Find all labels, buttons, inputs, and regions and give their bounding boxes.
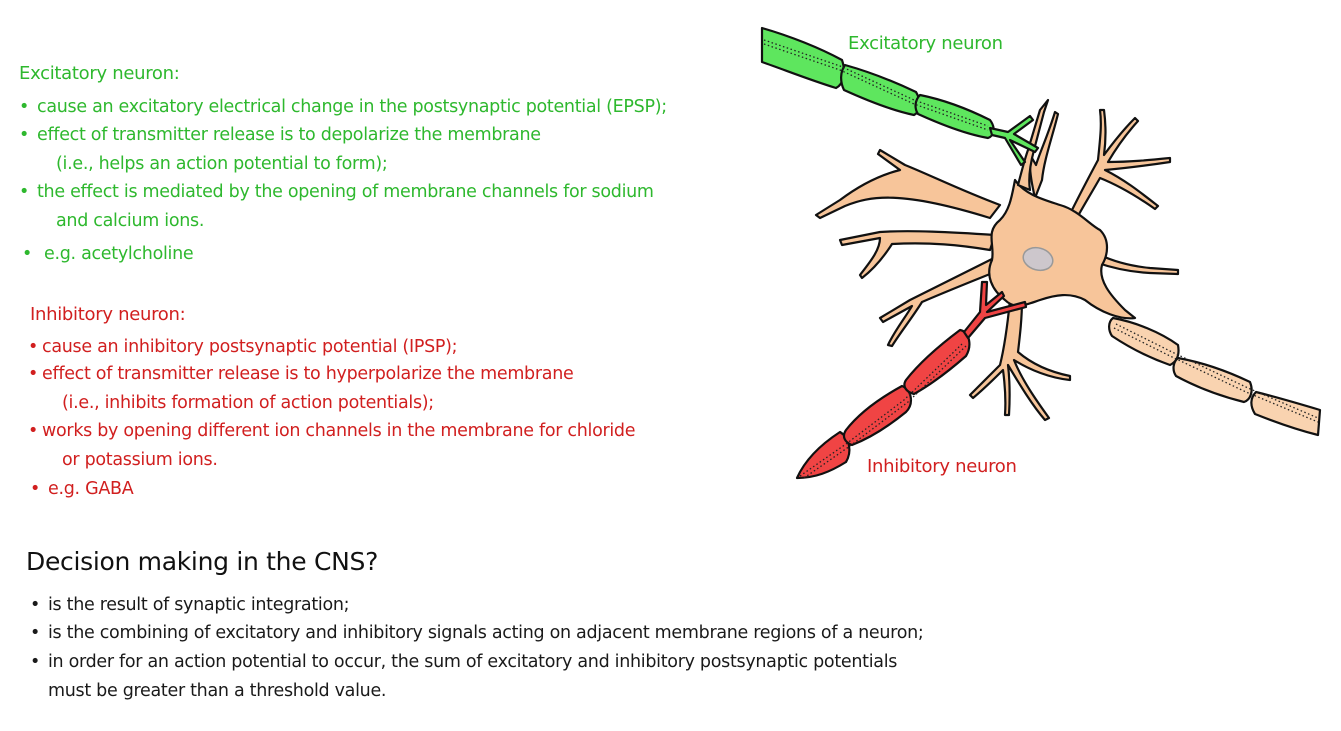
inhibitory-item-continuation: or potassium ions.	[62, 450, 218, 470]
inhibitory-item: •effect of transmitter release is to hyp…	[28, 364, 574, 384]
bullet-icon: •	[30, 623, 41, 643]
bullet-icon: •	[19, 125, 30, 145]
cns-item: •is the combining of excitatory and inhi…	[30, 623, 924, 643]
nucleus	[1022, 246, 1054, 272]
dendrites	[814, 108, 1180, 422]
excitatory-item: •the effect is mediated by the opening o…	[19, 182, 654, 202]
inhibitory-axon	[795, 280, 1028, 480]
excitatory-item: •effect of transmitter release is to dep…	[19, 125, 541, 145]
bullet-icon: •	[30, 595, 41, 615]
cns-item-continuation: must be greater than a threshold value.	[48, 681, 387, 701]
neuron-diagram	[760, 26, 1322, 480]
bullet-icon: •	[28, 421, 39, 441]
excitatory-heading: Excitatory neuron:	[19, 63, 180, 84]
bullet-icon: •	[19, 97, 30, 117]
bullet-icon: •	[28, 364, 39, 384]
inhibitory-item: •works by opening different ion channels…	[28, 421, 636, 441]
soma	[988, 178, 1137, 320]
excitatory-example: •e.g. acetylcholine	[22, 244, 194, 264]
bullet-icon: •	[30, 652, 41, 672]
excitatory-item-continuation: (i.e., helps an action potential to form…	[56, 154, 388, 174]
inhibitory-item: •cause an inhibitory postsynaptic potent…	[28, 337, 458, 357]
bullet-icon: •	[19, 182, 30, 202]
inhibitory-neuron-label: Inhibitory neuron	[867, 456, 1017, 477]
bullet-icon: •	[30, 479, 41, 499]
cns-title: Decision making in the CNS?	[26, 547, 379, 576]
postsynaptic-axon	[1108, 316, 1322, 437]
inhibitory-heading: Inhibitory neuron:	[30, 304, 186, 325]
excitatory-item-continuation: and calcium ions.	[56, 211, 205, 231]
cns-item: •in order for an action potential to occ…	[30, 652, 898, 672]
inhibitory-item-continuation: (i.e., inhibits formation of action pote…	[62, 393, 434, 413]
excitatory-neuron-label: Excitatory neuron	[848, 33, 1003, 54]
cns-item: •is the result of synaptic integration;	[30, 595, 350, 615]
excitatory-item: •cause an excitatory electrical change i…	[19, 97, 667, 117]
inhibitory-example: •e.g. GABA	[30, 479, 134, 499]
bullet-icon: •	[22, 244, 33, 264]
bullet-icon: •	[28, 337, 39, 357]
